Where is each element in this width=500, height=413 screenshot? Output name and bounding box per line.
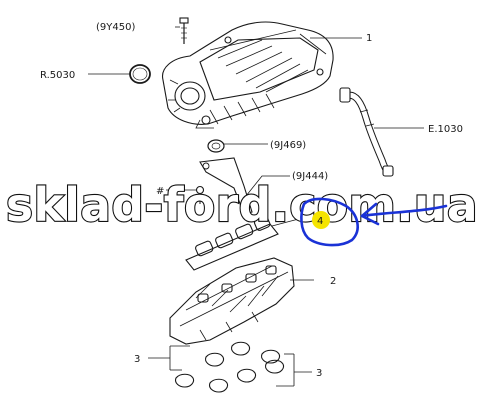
lower-intake-manifold (169, 257, 295, 345)
upper-intake-manifold (162, 21, 334, 129)
callout-9y450: (9Y450) (96, 22, 135, 33)
intake-gasket (185, 216, 279, 271)
blue-circle-annotation (300, 197, 359, 247)
stud-bolt (195, 185, 205, 204)
callout-9j444: (9J444) (292, 171, 328, 182)
yellow-highlight (312, 211, 330, 229)
callout-hash: # (156, 186, 164, 197)
leader-9j444 (245, 175, 290, 197)
bracket-9j444 (199, 157, 253, 215)
callout-4: 4 (317, 216, 323, 227)
port-gaskets (175, 341, 285, 393)
pcv-hose-e1030 (339, 87, 394, 177)
blue-arrow-head (360, 202, 380, 226)
callout-9j469: (9J469) (270, 140, 306, 151)
callout-r5030: R.5030 (40, 70, 75, 81)
o-ring-r5030 (129, 64, 151, 84)
leader-4 (271, 215, 311, 227)
blue-arrow-shaft (360, 204, 448, 218)
bolt-9y450 (179, 17, 189, 44)
callout-1: 1 (366, 33, 372, 44)
bracket-lines-3 (148, 345, 312, 387)
callout-3-right: 3 (316, 368, 322, 379)
callout-3-left: 3 (134, 354, 140, 365)
washer-9j469 (207, 139, 225, 153)
callout-2: 2 (330, 276, 336, 287)
callout-e1030: E.1030 (428, 124, 463, 135)
watermark-text: sklad-ford.com.ua (6, 178, 478, 232)
